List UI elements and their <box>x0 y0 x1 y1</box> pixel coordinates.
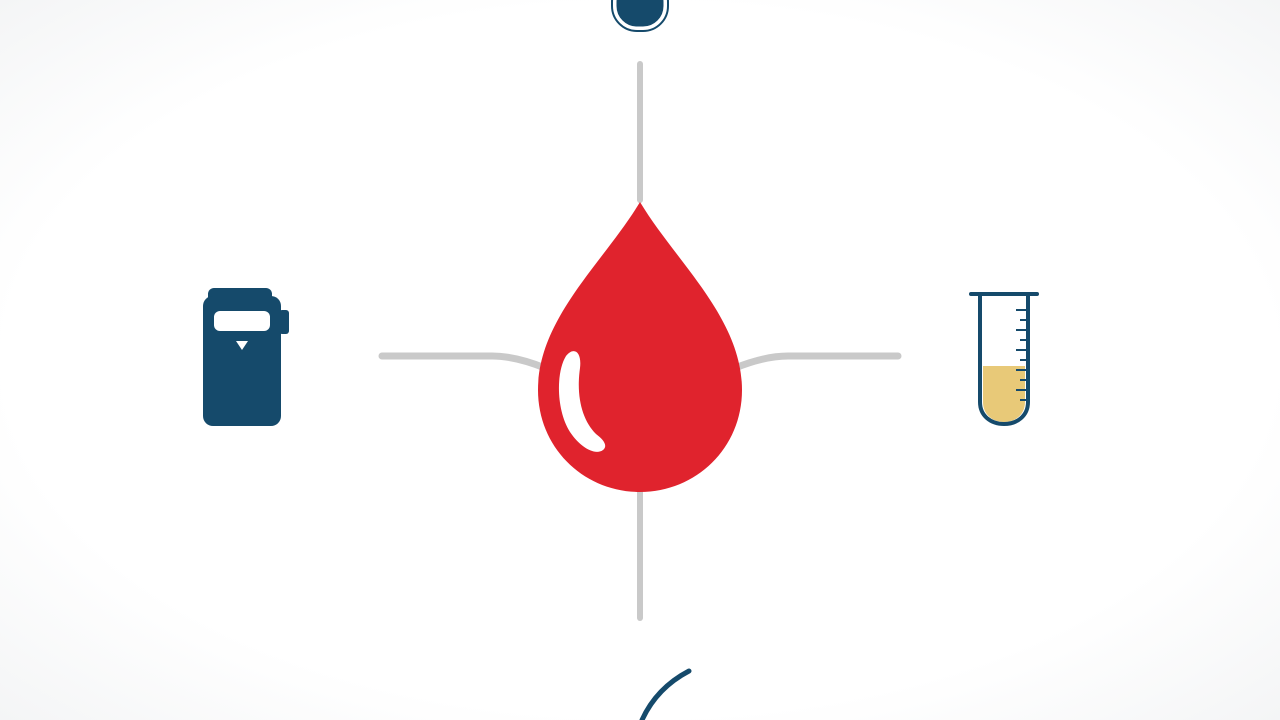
tube-liquid <box>983 366 1025 422</box>
meter-indicator <box>236 341 248 350</box>
test-tube-icon <box>969 292 1039 427</box>
meter-screen <box>214 311 270 331</box>
connector-left <box>378 352 549 372</box>
meter-device-icon <box>203 288 289 426</box>
drop-highlight <box>558 351 606 452</box>
connector-right <box>731 352 902 372</box>
connectors <box>378 61 902 621</box>
curve-icon <box>639 668 692 720</box>
capsule-icon <box>611 0 669 32</box>
tube-scale <box>1016 309 1028 401</box>
tube-outline <box>978 296 1030 427</box>
blood-drop-icon <box>538 202 742 492</box>
